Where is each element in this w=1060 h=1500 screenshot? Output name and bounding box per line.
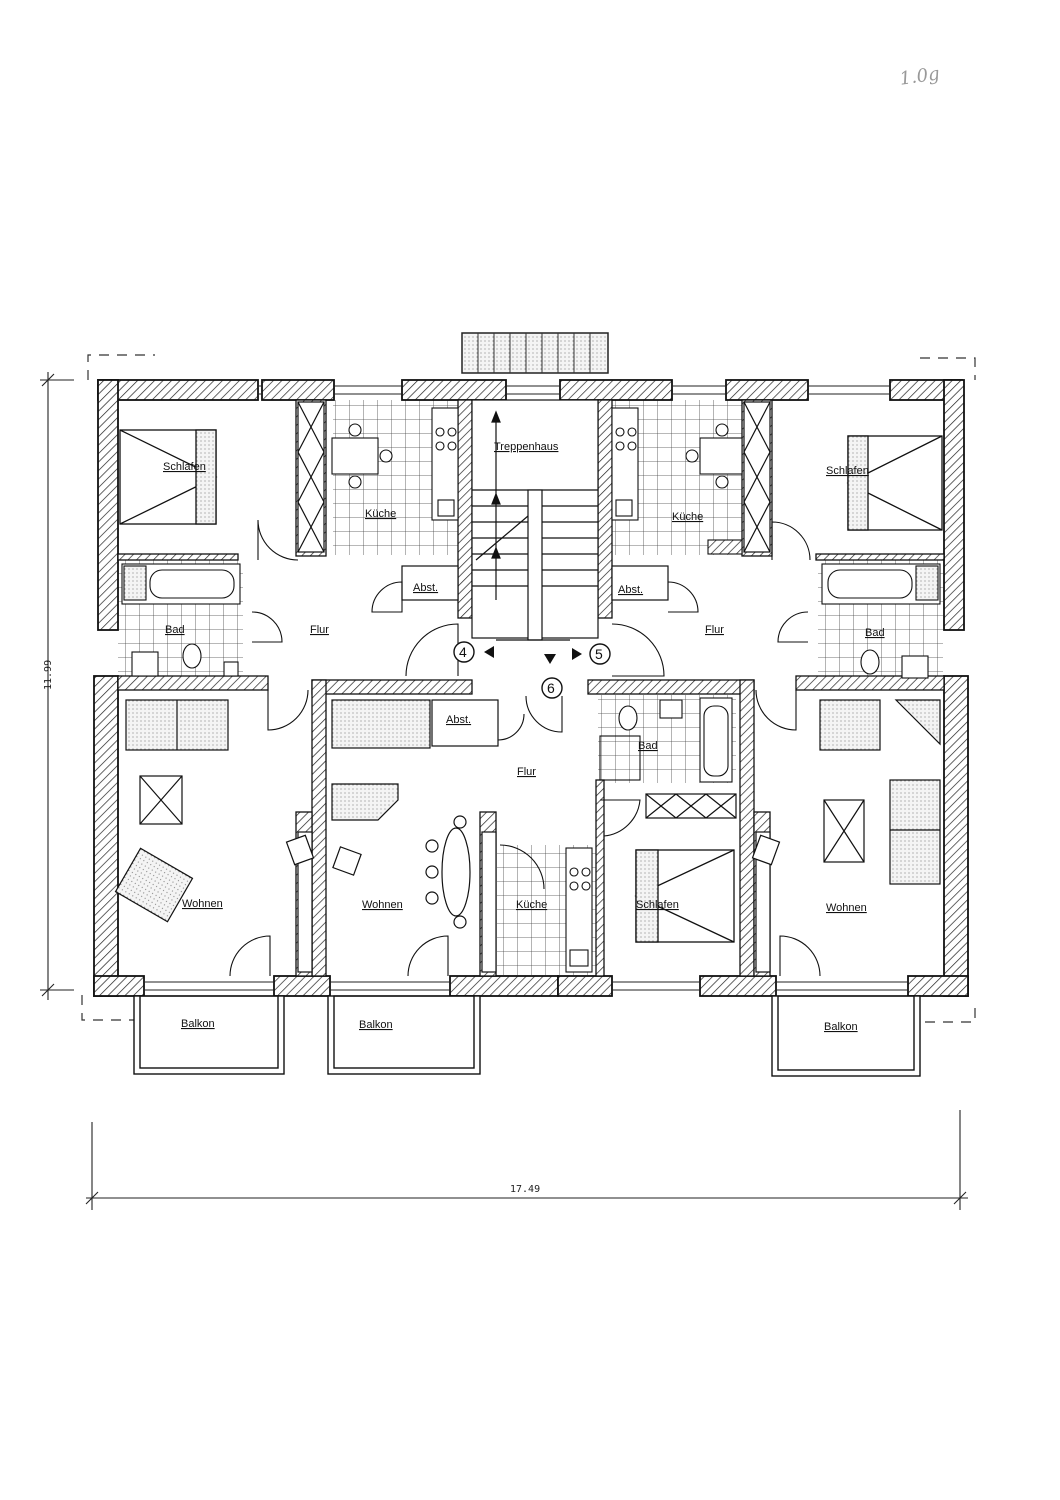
apartment-number-6: 6 — [547, 680, 555, 696]
room-label-flur-left: Flur — [310, 624, 329, 636]
room-label-bad-center: Bad — [638, 740, 658, 752]
room-label-balkon-center: Balkon — [359, 1019, 393, 1031]
room-label-balkon-left: Balkon — [181, 1018, 215, 1030]
stair-projection — [461, 332, 609, 374]
outer-walls — [93, 379, 969, 997]
room-label-wohnen-left: Wohnen — [182, 898, 223, 910]
room-label-wohnen-right: Wohnen — [826, 902, 867, 914]
room-label-kueche-right: Küche — [672, 511, 703, 523]
room-label-schlafen-left: Schlafen — [163, 461, 206, 473]
balconies — [133, 995, 921, 1077]
room-label-balkon-right: Balkon — [824, 1021, 858, 1033]
furniture — [114, 699, 941, 929]
room-label-kueche-left: Küche — [365, 508, 396, 520]
room-label-schlafen-right: Schlafen — [826, 465, 869, 477]
dimension-height: 11.99 — [43, 660, 54, 690]
doors — [229, 519, 821, 977]
bathroom-fixtures — [121, 563, 941, 783]
beds — [119, 429, 943, 943]
room-label-abst-left: Abst. — [413, 582, 438, 594]
room-label-wohnen-center: Wohnen — [362, 899, 403, 911]
staircase — [471, 399, 599, 641]
apartment-markers — [453, 641, 611, 699]
room-label-schlafen-center: Schlafen — [636, 899, 679, 911]
room-label-bad-right: Bad — [865, 627, 885, 639]
room-label-bad-left: Bad — [165, 624, 185, 636]
closets — [297, 401, 771, 973]
storage-rooms — [401, 565, 669, 747]
dimension-width: 17.49 — [510, 1184, 540, 1195]
dimension-lines — [40, 372, 968, 1210]
room-label-flur-center: Flur — [517, 766, 536, 778]
room-labels: Schlafen Küche Treppenhaus Küche Schlafe… — [163, 441, 885, 1033]
apartment-number-5: 5 — [595, 646, 603, 662]
dashed-outline — [81, 354, 976, 1023]
room-label-abst-right: Abst. — [618, 584, 643, 596]
room-label-kueche-center: Küche — [516, 899, 547, 911]
page-note: 1.0g — [898, 63, 941, 89]
room-label-abst-center: Abst. — [446, 714, 471, 726]
room-label-flur-right: Flur — [705, 624, 724, 636]
room-label-treppenhaus: Treppenhaus — [494, 441, 559, 453]
apartment-number-4: 4 — [459, 644, 467, 660]
kitchen-fixtures — [331, 407, 743, 973]
